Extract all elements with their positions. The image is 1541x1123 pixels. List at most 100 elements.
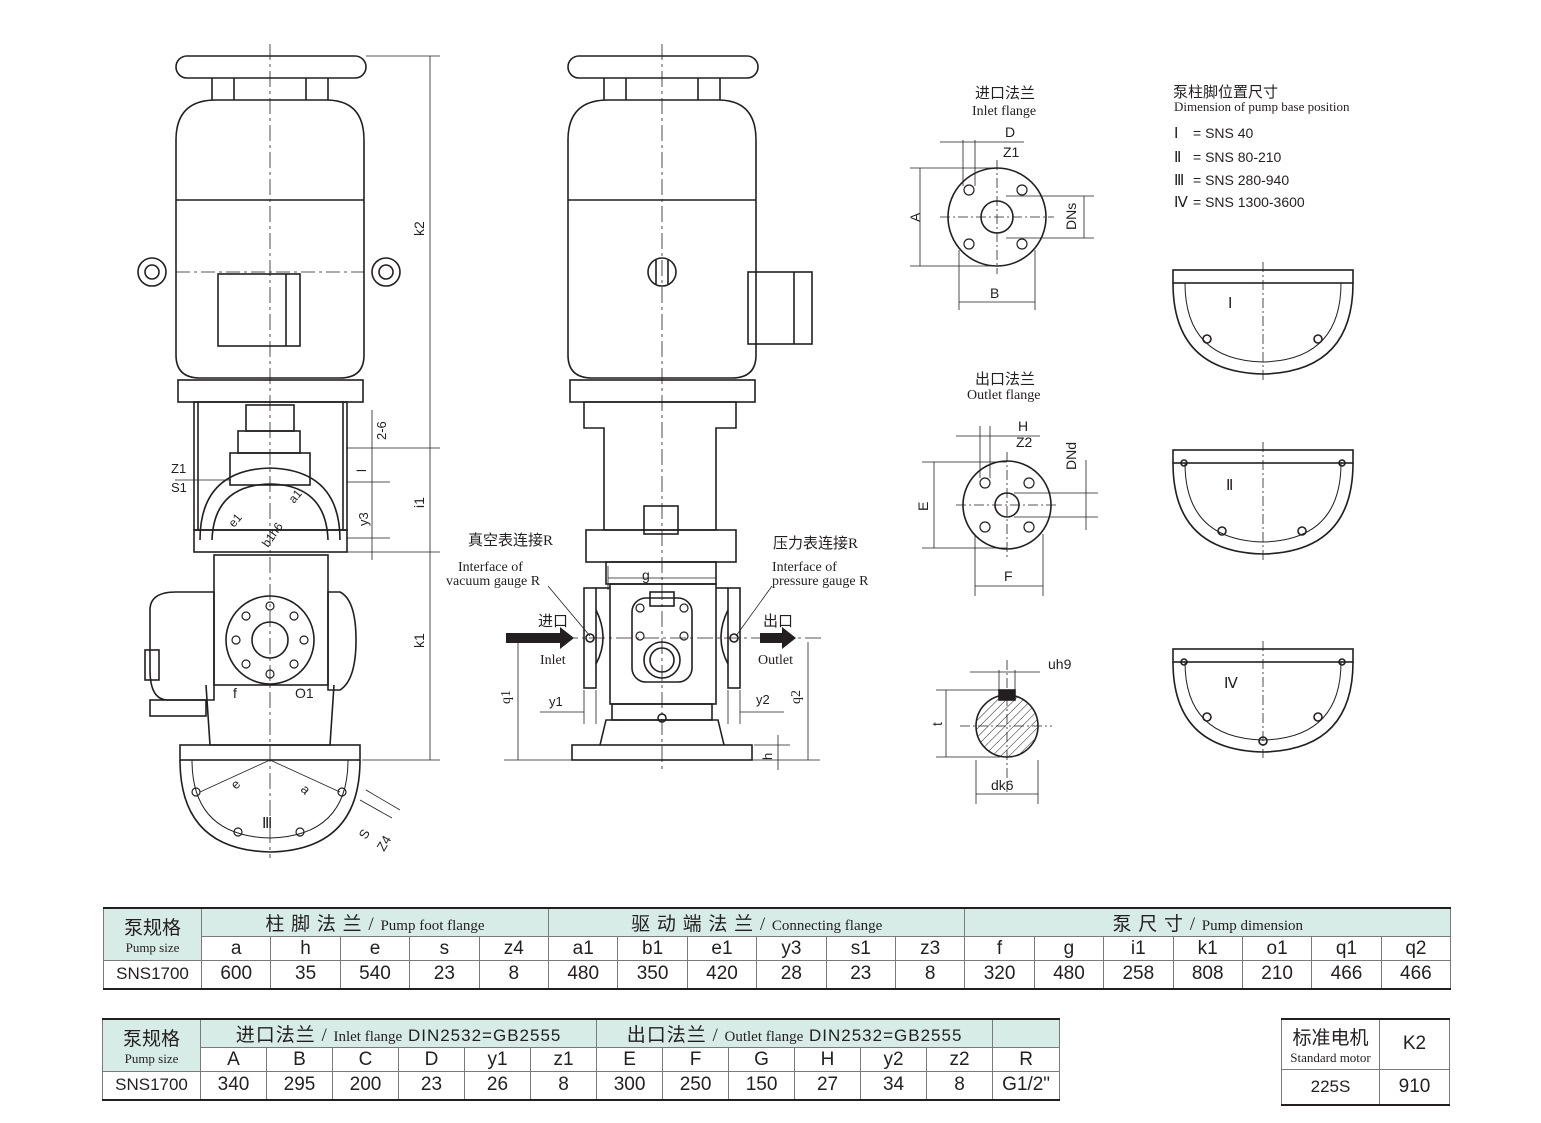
flange-dimension-table: 泵规格 Pump size 进口法兰 / Inlet flange DIN253… [102,1018,1061,1101]
svg-text:D: D [1005,124,1015,140]
side-view: k2 k1 i1 2-6 l y3 Z1 S1 e1 b1h6 a1 f O1 … [137,44,440,858]
side-terminal-box [217,273,301,347]
t1-col-8: y3 [756,936,827,961]
inlet-arrow [506,627,574,649]
t1-value-1: 35 [270,960,341,990]
side-label-e1: e1 [226,510,246,529]
t2-value-1: 295 [266,1071,333,1101]
svg-text:H: H [1018,418,1028,434]
base-item-2-numeral: Ⅱ [1174,150,1181,166]
t1-col-6: b1 [617,936,688,961]
base-position-title-cn: 泵柱脚位置尺寸 [1173,84,1278,101]
t1-col-5: a1 [547,936,619,961]
base-I-label: Ⅰ [1228,296,1232,312]
t3-k2-header: K2 [1379,1018,1450,1070]
t1-model: SNS1700 [103,960,202,990]
t2-value-11: 8 [926,1071,994,1101]
t2-value-6: 300 [596,1071,664,1101]
pressure-gauge-label-en2: pressure gauge R [772,574,869,589]
t1-value-7: 420 [686,960,758,990]
t2-value-5: 8 [529,1071,598,1101]
inlet-flange-title-cn: 进口法兰 [975,85,1035,102]
front-label-y2: y2 [756,692,770,707]
vacuum-gauge-label-en1: Interface of [458,560,523,575]
side-label-a: a [298,782,314,798]
t2-col-9: H [794,1047,862,1072]
t1-col-4: z4 [478,936,550,961]
t1-value-16: 466 [1311,960,1382,990]
t2-col-6: E [596,1047,664,1072]
t2-col-10: y2 [860,1047,928,1072]
t1-size-header: 泵规格 Pump size [103,907,202,961]
t1-col-3: s [409,936,480,961]
t2-value-2: 200 [332,1071,399,1101]
front-label-g: g [642,567,650,583]
base-item-2-text: = SNS 80-210 [1193,149,1282,165]
pressure-gauge-label-cn: 压力表连接R [773,535,858,552]
t1-value-13: 258 [1103,960,1174,990]
side-label-k1: k1 [411,633,427,648]
front-terminal-box [747,271,813,345]
side-label-z1: Z1 [171,461,186,476]
t1-value-8: 28 [756,960,827,990]
t2-value-0: 340 [200,1071,267,1101]
t3-k2-value: 910 [1379,1068,1450,1106]
t2-model: SNS1700 [102,1071,201,1101]
front-label-q1: q1 [499,690,514,704]
front-label-h: h [760,753,775,760]
t3-motor-value: 225S [1281,1068,1380,1106]
t1-size-en: Pump size [125,940,180,955]
front-view: g q1 q2 y1 y2 h 真空表连接R Interface of vacu… [446,44,869,770]
side-label-III: Ⅲ [262,816,272,832]
t2-col-0: A [200,1047,267,1072]
t1-col-15: o1 [1241,936,1313,961]
inlet-flange-title-en: Inlet flange [972,104,1036,119]
svg-text:Z2: Z2 [1016,434,1033,450]
svg-text:DNd: DNd [1063,442,1079,470]
t1-col-14: k1 [1172,936,1243,961]
t3-motor-header: 标准电机 Standard motor [1281,1018,1380,1070]
base-item-4-text: = SNS 1300-3600 [1193,194,1305,210]
svg-text:DNs: DNs [1063,203,1079,230]
base-position-title-en: Dimension of pump base position [1174,99,1350,114]
side-label-e: e [228,776,244,792]
svg-text:B: B [990,285,999,301]
t2-col-1: B [266,1047,333,1072]
t2-value-7: 250 [662,1071,730,1101]
t1-col-10: z3 [894,936,966,961]
svg-text:Z1: Z1 [1003,144,1020,160]
t2-col-7: F [662,1047,730,1072]
base-item-3-text: = SNS 280-940 [1193,172,1289,188]
inlet-label-cn: 进口 [538,613,568,630]
side-label-l: l [354,469,369,472]
t1-col-16: q1 [1311,936,1382,961]
t1-col-17: q2 [1380,936,1452,961]
t1-value-11: 320 [964,960,1035,990]
t2-size-cn: 泵规格 [122,1029,180,1050]
outlet-flange-title-en: Outlet flange [967,388,1040,403]
side-label-o1: O1 [295,685,314,701]
base-item-1-numeral: Ⅰ [1174,126,1178,142]
shaft-section-view: uh9 t dk6 [929,656,1072,804]
t2-group-outlet-flange: 出口法兰 / Outlet flange DIN2532=GB2555 [596,1018,994,1048]
pressure-gauge-label-en1: Interface of [772,560,837,575]
side-label-f: f [233,685,237,701]
t1-value-9: 23 [825,960,896,990]
t1-value-10: 8 [894,960,966,990]
svg-text:t: t [929,722,945,726]
t2-col-11: z2 [926,1047,994,1072]
pump-dimension-table: 泵规格 Pump size 柱 脚 法 兰 / Pump foot flange… [103,907,1452,990]
t2-value-9: 27 [794,1071,862,1101]
front-pump-casing [609,583,717,705]
t1-col-7: e1 [686,936,758,961]
side-label-a1: a1 [286,486,306,505]
t2-value-12: G1/2" [992,1071,1061,1101]
base-item-4-numeral: Ⅳ [1174,195,1188,211]
svg-text:dk6: dk6 [991,777,1014,793]
t2-group-empty [992,1018,1061,1048]
t2-value-8: 150 [728,1071,796,1101]
